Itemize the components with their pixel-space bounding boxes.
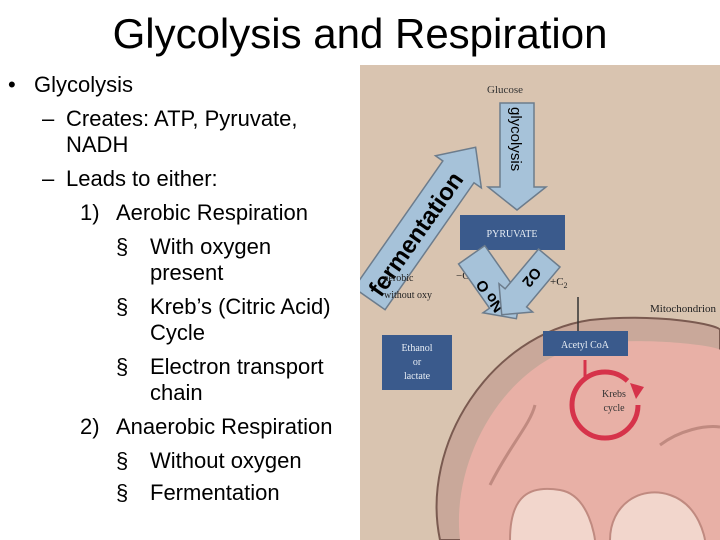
- aerobic-text-2: without oxy: [384, 290, 432, 301]
- krebs-label-2: cycle: [603, 403, 625, 414]
- mitochondrion-label: Mitochondrion: [650, 303, 716, 315]
- pyruvate-label: PYRUVATE: [487, 229, 538, 240]
- ethanol-box: [382, 335, 452, 390]
- text-electron-cont: chain: [150, 380, 203, 405]
- text-aerobic: Aerobic Respiration: [116, 200, 308, 225]
- square-oxygen: §: [116, 234, 129, 259]
- text-creates-cont: NADH: [66, 132, 129, 157]
- text-leads: Leads to either:: [66, 166, 218, 191]
- square-electron: §: [116, 354, 129, 379]
- ethanol-label-3: lactate: [404, 371, 431, 382]
- glycolysis-label: glycolysis: [507, 107, 524, 171]
- ethanol-label-2: or: [413, 357, 422, 368]
- krebs-label-1: Krebs: [602, 389, 626, 400]
- square-krebs: §: [116, 294, 129, 319]
- num-aerobic: 1): [80, 200, 100, 225]
- square-without: §: [116, 448, 129, 473]
- aerobic-text: aerobic: [384, 273, 414, 284]
- slide-title: Glycolysis and Respiration: [112, 10, 608, 57]
- text-glycolysis: Glycolysis: [34, 72, 134, 97]
- acetyl-label: Acetyl CoA: [561, 340, 610, 351]
- bullet-glycolysis: •: [8, 72, 16, 97]
- o2-arrow: O2: [498, 247, 562, 316]
- square-fermentation: §: [116, 480, 129, 505]
- text-with-oxygen: With oxygen: [150, 234, 272, 259]
- text-krebs: Kreb’s (Citric Acid): [150, 294, 331, 319]
- text-anaerobic: Anaerobic Respiration: [116, 414, 333, 439]
- mitochondrion-shape: [435, 316, 720, 540]
- acetyl-box: [543, 331, 628, 356]
- dash-creates: –: [42, 106, 55, 131]
- text-krebs-cont: Cycle: [150, 320, 206, 345]
- ethanol-label-1: Ethanol: [401, 343, 432, 354]
- text-electron: Electron transport: [150, 354, 324, 379]
- text-with-oxygen-cont: present: [150, 260, 224, 285]
- glucose-label: Glucose: [487, 84, 523, 96]
- text-fermentation: Fermentation: [150, 480, 280, 505]
- text-without-oxygen: Without oxygen: [150, 448, 302, 473]
- glycolysis-arrow: [485, 102, 549, 211]
- dash-leads: –: [42, 166, 55, 191]
- krebs-cycle: [569, 360, 644, 441]
- num-anaerobic: 2): [80, 414, 100, 439]
- plus-o2-label: +C2: [550, 276, 568, 290]
- respiration-diagram: Glucose glycolysis PYRUVATE fermentation…: [360, 65, 720, 540]
- pyruvate-box: [460, 215, 565, 250]
- text-creates: Creates: ATP, Pyruvate,: [66, 106, 298, 131]
